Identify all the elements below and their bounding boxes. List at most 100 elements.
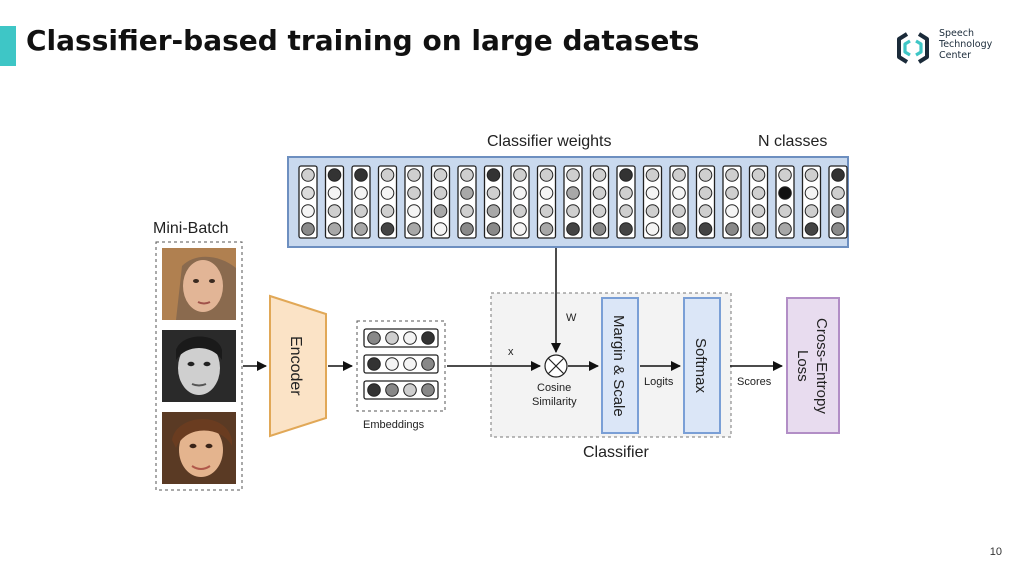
weight-column [801,165,822,239]
weight-column [457,165,477,239]
weight-neuron [566,222,580,236]
weight-neuron [460,186,474,200]
weight-neuron [725,186,739,200]
weight-neuron [645,222,660,236]
weight-neuron [513,186,527,200]
weight-neuron [513,204,527,218]
loss-label-line-2: Loss [794,349,811,382]
x-label: x [508,346,514,358]
weight-neuron [751,186,766,200]
weight-column [616,165,636,239]
weight-neuron [831,186,845,200]
weight-neuron [380,168,395,182]
weight-neuron [380,186,395,200]
weight-neuron [433,222,448,236]
embedding-neuron [367,357,381,371]
page-number: 10 [989,546,1002,558]
embedding-neuron [403,383,417,397]
weight-neuron [566,186,580,200]
embedding-neuron [367,383,381,397]
weight-neuron [433,204,448,218]
weight-column [775,165,795,239]
weight-neuron [539,222,554,236]
weight-neuron [698,186,713,200]
embedding-neuron [385,331,399,345]
weight-neuron [407,186,421,200]
weight-neuron [725,204,739,218]
classifier-label: Classifier [583,444,649,461]
weight-column [536,165,557,239]
weight-neuron [592,186,607,200]
weight-neuron [460,222,474,236]
weight-neuron [486,222,501,236]
embedding-row [363,380,439,400]
embedding-neuron [367,331,381,345]
weight-neuron [407,204,421,218]
embedding-neuron [421,383,435,397]
loss-label-line-1: Cross-Entropy [813,317,830,414]
weight-neuron [407,168,421,182]
weight-neuron [380,204,395,218]
weight-neuron [433,186,448,200]
weight-neuron [672,222,686,236]
weight-neuron [433,168,448,182]
weight-neuron [301,204,315,218]
weight-neuron [619,204,633,218]
weight-neuron [725,222,739,236]
weight-column [430,165,451,239]
weight-neuron [380,222,395,236]
face-image-2 [162,330,236,402]
weight-column [589,165,610,239]
weight-neuron [751,204,766,218]
weight-column [722,165,742,239]
softmax-box [683,297,721,434]
weight-neuron [539,204,554,218]
weight-neuron [354,204,368,218]
weight-neuron [460,168,474,182]
w-label: W [566,312,577,324]
weight-column [404,165,424,239]
weight-neuron [804,186,819,200]
classifier-weights-label: Classifier weights [487,133,612,150]
weight-neuron [698,204,713,218]
weight-neuron [486,168,501,182]
weight-neuron [513,222,527,236]
embedding-rows [363,328,439,400]
weight-neuron [354,168,368,182]
logo-line-3: Center [939,50,971,61]
cosine-label-line-1: Cosine [537,382,572,394]
weight-neuron [460,204,474,218]
embedding-neuron [385,383,399,397]
softmax-label: Softmax [692,337,709,394]
weight-neuron [672,204,686,218]
weight-column [510,165,530,239]
weight-column [695,165,716,239]
weight-column [748,165,769,239]
margin-scale-label: Margin & Scale [610,314,627,417]
embedding-neuron [421,357,435,371]
stc-bracket-icon [897,32,929,64]
mini-batch-box [155,241,243,491]
slide-title: Classifier-based training on large datas… [26,24,700,57]
weight-column [563,165,583,239]
weight-neuron [486,204,501,218]
weight-neuron [619,222,633,236]
weight-neuron [566,204,580,218]
weight-column [828,165,848,239]
weight-neuron [778,204,792,218]
weight-neuron [804,222,819,236]
weight-neuron [592,222,607,236]
title-accent-bar [0,26,16,66]
weight-neuron [725,168,739,182]
margin-scale-box [601,297,639,434]
weight-neuron [804,168,819,182]
weight-column [669,165,689,239]
weight-neuron [698,222,713,236]
weight-neuron [778,186,792,200]
loss-box [786,297,840,434]
n-classes-label: N classes [758,133,828,150]
logo-line-1: Speech [939,28,974,39]
cosine-operator-icon [544,354,568,378]
embedding-neuron [385,357,399,371]
